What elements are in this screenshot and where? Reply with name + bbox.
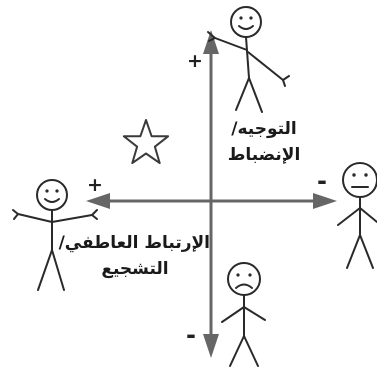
- sad-stick-figure-icon: [222, 263, 265, 366]
- horizontal-axis-label: الإرتباط العاطفي/ التشجيع: [60, 230, 210, 282]
- horizontal-axis-plus-sign: +: [87, 176, 103, 195]
- vertical-axis-plus-sign: +: [187, 52, 203, 71]
- vertical-axis-label-line2: الإنضباط: [216, 142, 312, 168]
- horizontal-axis-minus-sign: -: [317, 169, 327, 193]
- happy-stick-figure-icon: [208, 7, 289, 112]
- horizontal-axis-label-line2: التشجيع: [60, 256, 210, 282]
- vertical-axis-minus-sign: -: [186, 323, 196, 347]
- vertical-axis: [203, 30, 219, 358]
- star-icon: [124, 120, 168, 163]
- horizontal-axis-label-line1: الإرتباط العاطفي/: [60, 230, 210, 256]
- horizontal-axis-right-arrow: [313, 193, 337, 209]
- vertical-axis-label: التوجيه/ الإنضباط: [216, 116, 312, 168]
- vertical-axis-label-line1: التوجيه/: [216, 116, 312, 142]
- vertical-axis-bottom-arrow: [203, 334, 219, 358]
- neutral-stick-figure-icon: [338, 163, 377, 268]
